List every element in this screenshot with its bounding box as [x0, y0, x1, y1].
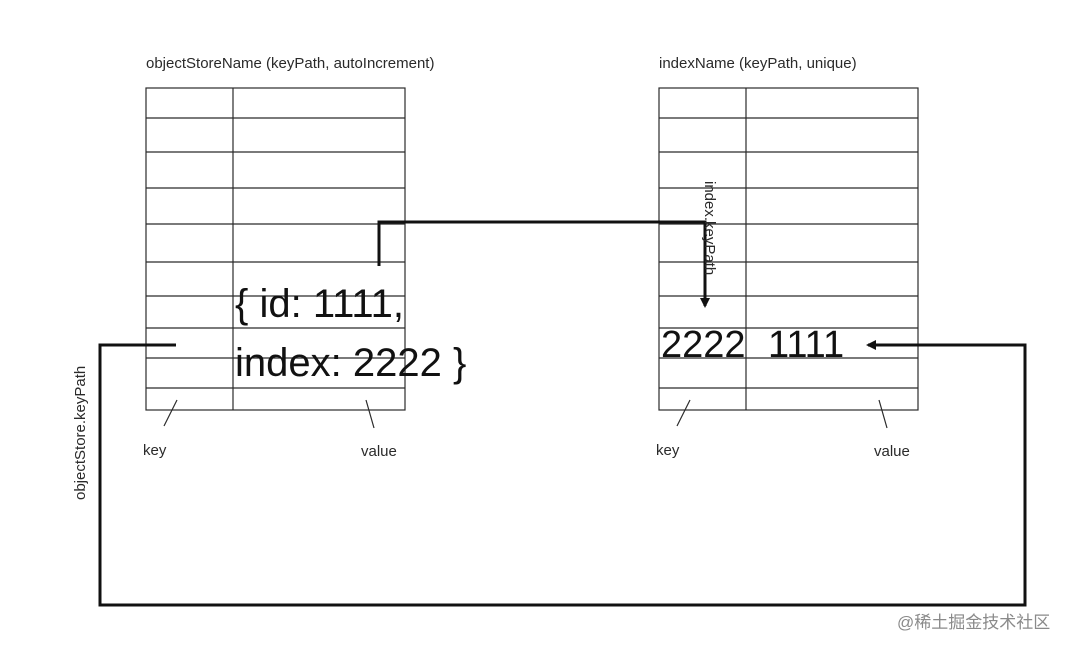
index-keypath-arrow — [377, 220, 710, 308]
record-line-1: { id: 1111, — [235, 282, 405, 326]
object-store-keypath-arrow — [98, 340, 1027, 607]
object-store-table — [145, 87, 406, 411]
object-store-title: objectStoreName (keyPath, autoIncrement) — [146, 55, 435, 72]
watermark: @稀土掘金技术社区 — [897, 613, 1051, 632]
object-store-keypath-label: objectStore.keyPath — [72, 365, 89, 500]
index-key-value: 2222 — [661, 324, 746, 366]
index-title: indexName (keyPath, unique) — [659, 55, 857, 72]
object-store-key-label: key — [143, 442, 167, 459]
index-keypath-label: index.keyPath — [701, 181, 718, 276]
index-key-label: key — [656, 442, 680, 459]
record-line-2: index: 2222 } — [235, 341, 467, 385]
index-value-label: value — [874, 443, 910, 460]
index-primary-key-value: 1111 — [768, 324, 845, 366]
column-pointers — [163, 399, 888, 429]
object-store-value-label: value — [361, 443, 397, 460]
index-table — [658, 87, 919, 411]
